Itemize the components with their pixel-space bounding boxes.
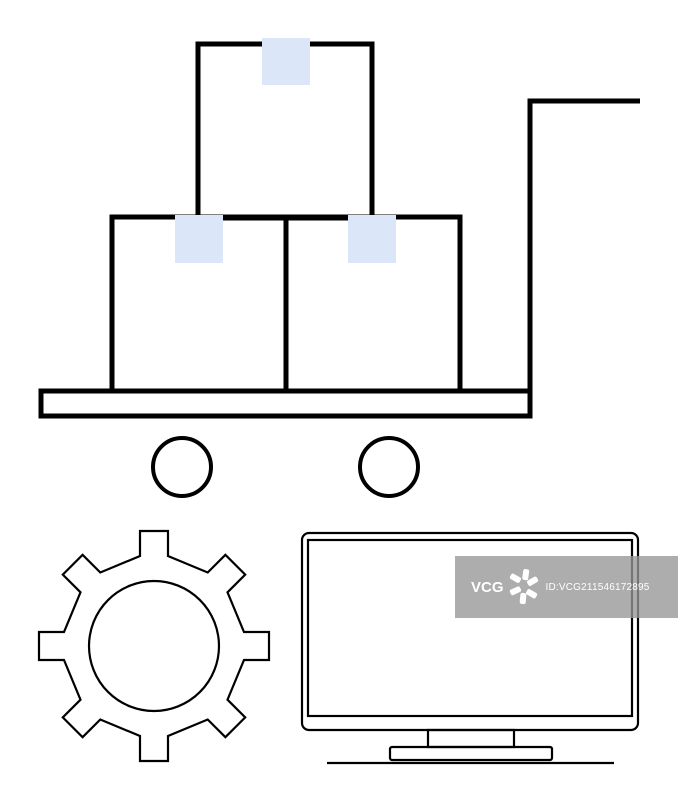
monitor-foot <box>388 745 554 762</box>
cart-wheel-left <box>151 436 213 498</box>
monitor-icon <box>300 531 640 765</box>
gear-outline <box>37 529 271 763</box>
bottom-left-box-tape <box>175 215 223 263</box>
watermark-brand: VCG <box>471 578 504 596</box>
watermark-badge: VCG ID:VCG211546172895 <box>455 556 678 618</box>
hand-truck-with-boxes-icon <box>38 38 640 498</box>
watermark-logo-icon <box>509 569 538 605</box>
watermark-id: ID:VCG211546172895 <box>545 581 650 593</box>
gear-icon <box>37 529 271 763</box>
gear-inner-circle <box>87 579 221 713</box>
monitor-neck <box>426 728 516 749</box>
cart-platform <box>38 388 533 419</box>
cart-wheel-right <box>358 436 420 498</box>
monitor-screen <box>306 538 634 718</box>
top-box-tape <box>262 38 310 85</box>
bottom-right-box-tape <box>348 215 396 263</box>
cart-handle <box>527 98 640 416</box>
